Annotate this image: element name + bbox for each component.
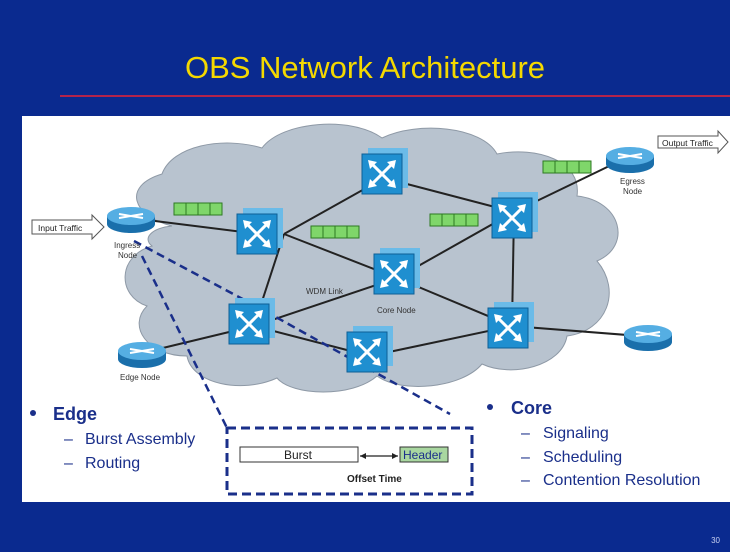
core-bullet-list: Core – Signaling – Scheduling – Contenti…: [487, 398, 700, 489]
slide-title: OBS Network Architecture: [184, 50, 546, 85]
edge-router: [624, 325, 672, 351]
edge-node-label: Edge Node: [120, 373, 161, 382]
header-block: [399, 446, 449, 463]
core-switch: [346, 326, 393, 373]
core-item: Scheduling: [543, 449, 622, 466]
header-label: Header: [403, 448, 442, 462]
title-divider: [60, 95, 730, 97]
svg-text:–: –: [64, 455, 73, 472]
page-number: 30: [711, 536, 720, 545]
input-traffic-arrow: Input Traffic: [31, 213, 105, 241]
input-traffic-label: Input Traffic: [38, 223, 83, 233]
core-node-label: Core Node: [377, 306, 416, 315]
core-switch: [361, 148, 408, 195]
ingress-node-label: Node: [118, 251, 138, 260]
egress-router: [606, 147, 654, 173]
svg-text:–: –: [521, 425, 530, 442]
svg-text:–: –: [521, 449, 530, 466]
offset-time-label: Offset Time: [347, 474, 402, 485]
core-heading: Core: [511, 398, 552, 418]
output-traffic-label: Output Traffic: [662, 138, 714, 148]
core-switch: [228, 298, 275, 345]
diagram-panel: Input Traffic Output Traffic Ingress Nod…: [22, 116, 730, 502]
burst-label: Burst: [284, 448, 313, 462]
edge-item: Routing: [85, 455, 140, 472]
wdm-link-label: WDM Link: [306, 287, 344, 296]
core-switch: [236, 208, 283, 255]
burst-header-zoom-box: Burst Header Offset Time: [225, 426, 474, 496]
output-traffic-arrow: Output Traffic: [657, 129, 729, 155]
core-switch: [373, 248, 420, 295]
svg-text:–: –: [521, 472, 530, 489]
ingress-router: [107, 207, 155, 233]
core-switch: [487, 302, 534, 349]
obs-network-diagram: Input Traffic Output Traffic Ingress Nod…: [30, 123, 729, 496]
edge-item: Burst Assembly: [85, 431, 195, 448]
core-item: Contention Resolution: [543, 472, 700, 489]
edge-heading: Edge: [53, 404, 97, 424]
burst-block: [239, 446, 359, 463]
edge-router: [118, 342, 166, 368]
burst-packet: [173, 202, 223, 216]
egress-label: Egress: [620, 177, 645, 186]
burst-packet: [542, 160, 592, 174]
burst-packet: [429, 213, 479, 227]
burst-packet: [310, 225, 360, 239]
egress-node-label: Node: [623, 187, 643, 196]
core-switch: [491, 192, 538, 239]
ingress-label: Ingress: [114, 241, 140, 250]
edge-bullet-list: Edge – Burst Assembly – Routing: [30, 404, 195, 472]
core-item: Signaling: [543, 425, 609, 442]
svg-text:–: –: [64, 431, 73, 448]
